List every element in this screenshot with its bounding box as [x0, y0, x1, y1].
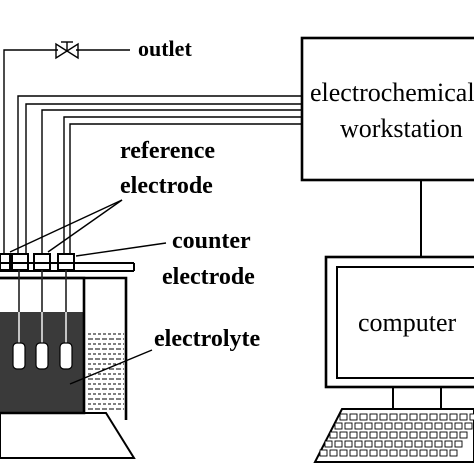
keyboard-key: [419, 449, 428, 457]
keyboard-key: [334, 440, 343, 448]
keyboard-key: [329, 449, 338, 457]
reference-label-line2: electrode: [120, 173, 213, 199]
workstation-label-line2: workstation: [340, 114, 463, 143]
keyboard-key: [339, 431, 348, 439]
keyboard-key: [324, 440, 333, 448]
keyboard-key: [424, 422, 433, 430]
keyboard-key: [379, 413, 388, 421]
keyboard-key: [364, 440, 373, 448]
keyboard-key: [449, 431, 458, 439]
keyboard-key: [419, 431, 428, 439]
keyboard-key: [369, 449, 378, 457]
counter-leader-line: [75, 242, 167, 257]
electrolyte-label: electrolyte: [154, 326, 260, 352]
keyboard-key: [434, 440, 443, 448]
keyboard-key: [464, 422, 473, 430]
keyboard-key: [399, 431, 408, 439]
keyboard-key: [354, 440, 363, 448]
keyboard-key: [414, 422, 423, 430]
cell-base: [0, 412, 136, 459]
valve-icon: [55, 41, 79, 60]
keyboard-key: [409, 431, 418, 439]
keyboard-key: [329, 431, 338, 439]
counter-label-line2: electrode: [162, 264, 255, 290]
keyboard-key: [319, 449, 328, 457]
outlet-gas-line: [3, 49, 130, 254]
workstation-box: [300, 36, 474, 182]
keyboard-key: [459, 413, 468, 421]
outlet-label: outlet: [138, 36, 192, 61]
electrolyte-leader-line: [69, 349, 153, 385]
keyboard-key: [369, 413, 378, 421]
keyboard-key: [404, 422, 413, 430]
keyboard-key: [379, 449, 388, 457]
keyboard-key: [429, 431, 438, 439]
keyboard-key: [369, 431, 378, 439]
keyboard-key: [359, 449, 368, 457]
computer-label: computer: [358, 308, 457, 337]
keyboard-key: [419, 413, 428, 421]
keyboard-key: [399, 413, 408, 421]
keyboard-key: [349, 431, 358, 439]
keyboard-key: [389, 413, 398, 421]
keyboard-key: [429, 449, 438, 457]
cell-lid: [0, 262, 135, 272]
workstation-label-line1: electrochemical: [310, 78, 474, 107]
counter-label-line1: counter: [172, 228, 251, 254]
keyboard-key: [469, 413, 474, 421]
keyboard-key: [444, 422, 453, 430]
keyboard-key: [449, 413, 458, 421]
water-hatching: [88, 333, 124, 410]
reference-leader-lines: [9, 199, 123, 253]
keyboard-key: [404, 440, 413, 448]
keyboard-key: [394, 440, 403, 448]
keyboard-key: [414, 440, 423, 448]
electrode-cables: [17, 95, 302, 254]
keyboard-key: [374, 422, 383, 430]
keyboard-key: [449, 449, 458, 457]
keyboard-key: [354, 422, 363, 430]
keyboard-key: [349, 413, 358, 421]
keyboard-key: [389, 449, 398, 457]
keyboard: [313, 408, 474, 463]
keyboard-key: [364, 422, 373, 430]
keyboard-key: [429, 413, 438, 421]
keyboard-key: [339, 413, 348, 421]
keyboard-key: [454, 440, 463, 448]
keyboard-key: [444, 440, 453, 448]
keyboard-key: [434, 422, 443, 430]
keyboard-key: [359, 431, 368, 439]
keyboard-key: [454, 422, 463, 430]
keyboard-key: [424, 440, 433, 448]
keyboard-key: [409, 449, 418, 457]
keyboard-key: [439, 449, 448, 457]
keyboard-key: [439, 413, 448, 421]
keyboard-key: [394, 422, 403, 430]
keyboard-key: [359, 413, 368, 421]
keyboard-keys: [319, 413, 474, 457]
keyboard-key: [344, 422, 353, 430]
keyboard-key: [439, 431, 448, 439]
keyboard-key: [344, 440, 353, 448]
keyboard-key: [399, 449, 408, 457]
keyboard-key: [384, 440, 393, 448]
keyboard-key: [339, 449, 348, 457]
reference-label-line1: reference: [120, 138, 215, 164]
keyboard-key: [334, 422, 343, 430]
keyboard-key: [459, 431, 468, 439]
keyboard-key: [374, 440, 383, 448]
keyboard-key: [389, 431, 398, 439]
keyboard-key: [379, 431, 388, 439]
keyboard-key: [349, 449, 358, 457]
keyboard-key: [409, 413, 418, 421]
keyboard-key: [384, 422, 393, 430]
electrodes: [12, 270, 73, 370]
